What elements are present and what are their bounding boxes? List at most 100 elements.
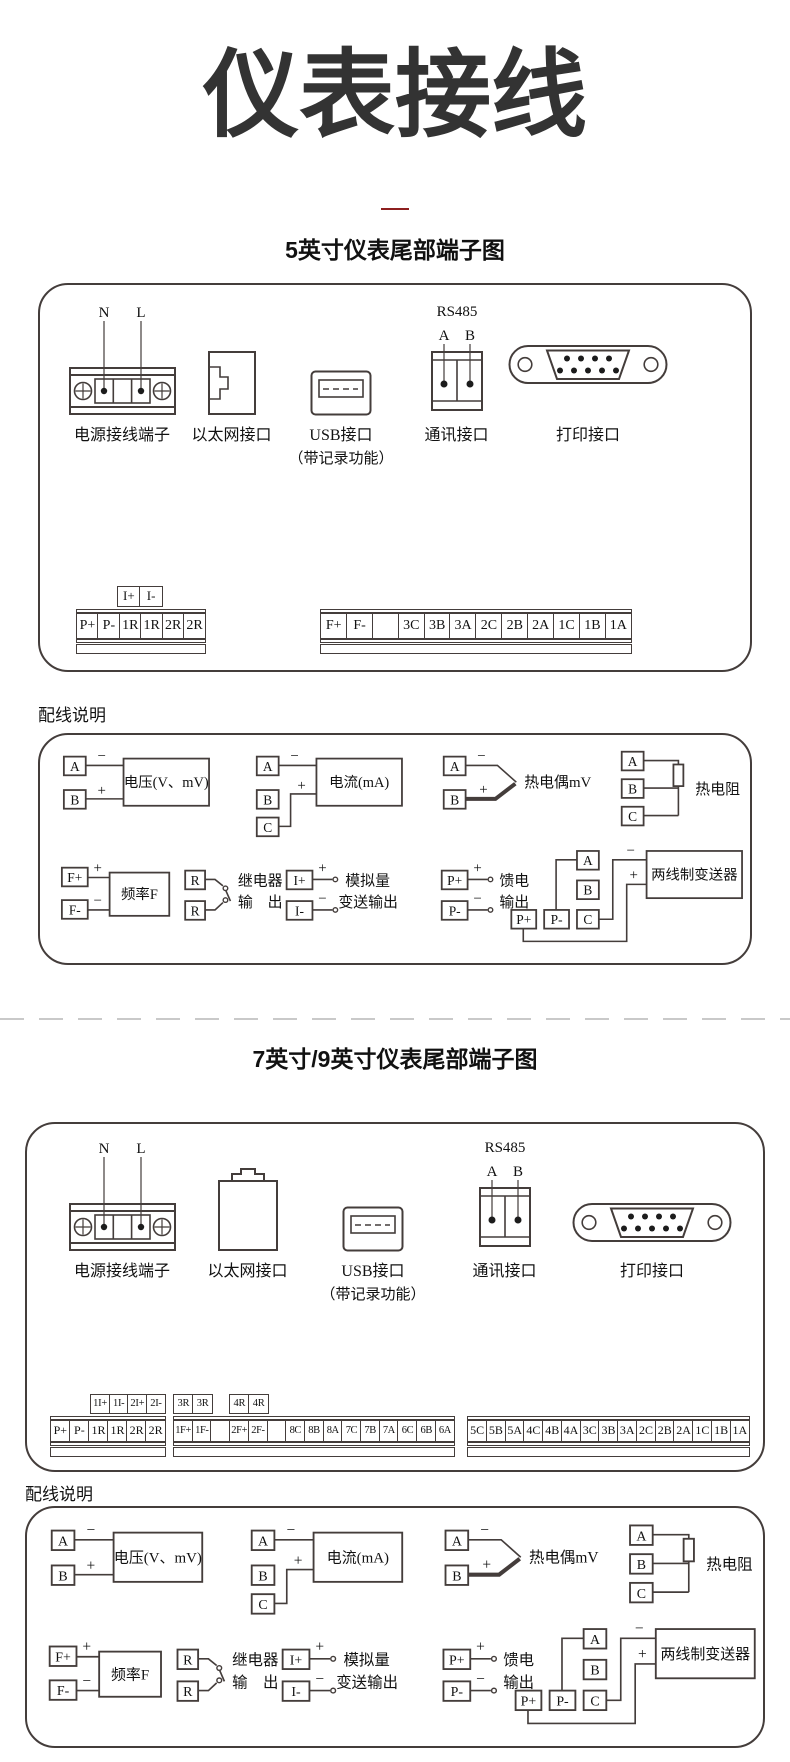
terminal-cell: 2B <box>501 613 529 639</box>
svg-text:B: B <box>628 782 637 797</box>
svg-text:−: − <box>480 1522 489 1539</box>
section2-connector-row: N L 电源接线端子 <box>57 1138 733 1304</box>
comm-port-label: 通讯接口 <box>424 427 489 444</box>
terminal-contact-n <box>100 387 107 395</box>
db9-pins <box>557 355 619 374</box>
svg-text:−: − <box>626 843 634 859</box>
power-terminal-drawing: N L <box>68 1141 176 1251</box>
svg-text:R: R <box>183 1653 193 1668</box>
terminal-cell: 2C <box>475 613 503 639</box>
svg-text:A: A <box>583 853 593 868</box>
usb-tongue <box>350 1215 396 1234</box>
terminal-cell: 1R <box>118 613 142 639</box>
usb-outline <box>342 1206 404 1252</box>
pin-l-label: L <box>136 305 145 321</box>
svg-text:电流(mA): 电流(mA) <box>327 1549 389 1566</box>
svg-text:输 出: 输 出 <box>238 894 283 911</box>
svg-text:电压(V、mV): 电压(V、mV) <box>124 774 209 791</box>
rs485-label: RS485 <box>484 1140 525 1156</box>
terminal-cell: 1R <box>88 1420 109 1442</box>
svg-text:B: B <box>637 1558 646 1573</box>
db9-screw-left <box>581 1214 597 1231</box>
terminal-cell: 2F+ <box>229 1420 250 1442</box>
screw-right-icon <box>152 381 171 401</box>
db9-screw-left <box>517 356 533 373</box>
strip-rail <box>173 1416 455 1420</box>
terminal-cell: 5B <box>485 1420 507 1442</box>
db9-shell <box>609 1207 695 1238</box>
wiring-legend-drawing: − + A B 电压(V、mV) − + A B C 电流(mA) − + A … <box>48 1522 756 1725</box>
rs485-contact-a <box>440 380 447 388</box>
screw-right-icon <box>152 1217 171 1237</box>
rs485-drawing: RS485 A B <box>430 304 483 411</box>
db9-screw-right <box>643 356 659 373</box>
title-divider <box>381 208 409 210</box>
screw-left-icon <box>73 1217 92 1237</box>
svg-text:热电偶mV: 热电偶mV <box>524 774 591 791</box>
terminal-cell: 4B <box>542 1420 563 1442</box>
wiring-thermocouple: − + A B 热电偶mV <box>442 749 592 810</box>
screw-right-cross <box>154 383 169 399</box>
power-terminal-label: 电源接线端子 <box>73 427 170 444</box>
db9-outline <box>572 1203 732 1242</box>
pin-leader-lines <box>102 321 142 388</box>
wiring-thermocouple: − + A B 热电偶mV <box>444 1522 599 1586</box>
terminal-cell: 7A <box>378 1420 399 1442</box>
db9-screw-right <box>707 1214 723 1231</box>
svg-text:A: A <box>58 1534 68 1549</box>
terminal-cell: 2I- <box>145 1394 166 1414</box>
svg-text:热电偶mV: 热电偶mV <box>529 1548 598 1566</box>
strip-rail <box>173 1442 455 1446</box>
terminal-cell: 1R <box>107 1420 128 1442</box>
terminal-cell: 2R <box>183 613 207 639</box>
terminal-cell: P- <box>97 613 121 639</box>
power-terminal-figure: N L 电源接线端子 <box>57 1138 187 1281</box>
db9-drawing <box>572 1203 732 1242</box>
terminal-cell: 1B <box>578 613 607 639</box>
svg-text:−: − <box>93 893 101 909</box>
terminal-cell: 1A <box>729 1420 750 1442</box>
section2-aux-strip-1: 1I+1I-2I+2I- <box>90 1394 166 1414</box>
terminal-cell: 2A <box>673 1420 694 1442</box>
terminal-cell: 2C <box>635 1420 657 1442</box>
svg-text:+: + <box>473 861 481 877</box>
svg-text:+: + <box>629 868 637 884</box>
svg-text:+: + <box>87 1558 96 1575</box>
section1-wiring-label: 配线说明 <box>38 706 106 725</box>
terminal-cell: 2R <box>145 1420 166 1442</box>
wiring-legend-drawing: − + A B 电压(V、mV) − + A B C 电流(mA) − + A … <box>60 749 743 943</box>
screw-left-icon <box>73 381 92 401</box>
usb-diagram <box>342 1138 404 1252</box>
terminal-cell <box>371 613 400 639</box>
svg-text:两线制变送器: 两线制变送器 <box>651 867 737 884</box>
section1-wiring-diagrams: − + A B 电压(V、mV) − + A B C 电流(mA) − + A … <box>40 735 750 963</box>
terminal-cell-dividers <box>112 379 132 403</box>
wiring-rtd: A B C 热电阻 <box>629 1524 753 1604</box>
terminal-cell: 8A <box>322 1420 343 1442</box>
ethernet-label: 以太网接口 <box>191 427 272 444</box>
terminal-cell: P+ <box>50 1420 71 1442</box>
terminal-cell: 2R <box>126 1420 147 1442</box>
wiring-two-wire-transmitter: − + A B C P+ P- 两线制变送器 <box>510 843 743 943</box>
terminal-cell: I+ <box>117 586 141 607</box>
terminal-cell: 4R <box>229 1394 250 1414</box>
svg-text:R: R <box>183 1685 193 1700</box>
svg-text:R: R <box>191 873 200 888</box>
power-terminal-figure: N L 电源接线端子 <box>57 302 187 445</box>
wiring-two-wire-transmitter: − + A B C P+ P- 两线制变送器 <box>514 1620 756 1725</box>
strip-rail <box>467 1416 750 1420</box>
svg-text:+: + <box>82 1639 91 1656</box>
usb-figure: USB接口 （带记录功能） <box>308 1138 438 1304</box>
svg-text:+: + <box>479 782 487 798</box>
svg-text:A: A <box>258 1534 268 1549</box>
svg-text:P-: P- <box>551 912 563 927</box>
section2-wiring-label: 配线说明 <box>25 1485 93 1504</box>
pin-a-label: A <box>486 1164 497 1180</box>
svg-text:−: − <box>290 749 298 765</box>
svg-text:A: A <box>628 754 638 769</box>
